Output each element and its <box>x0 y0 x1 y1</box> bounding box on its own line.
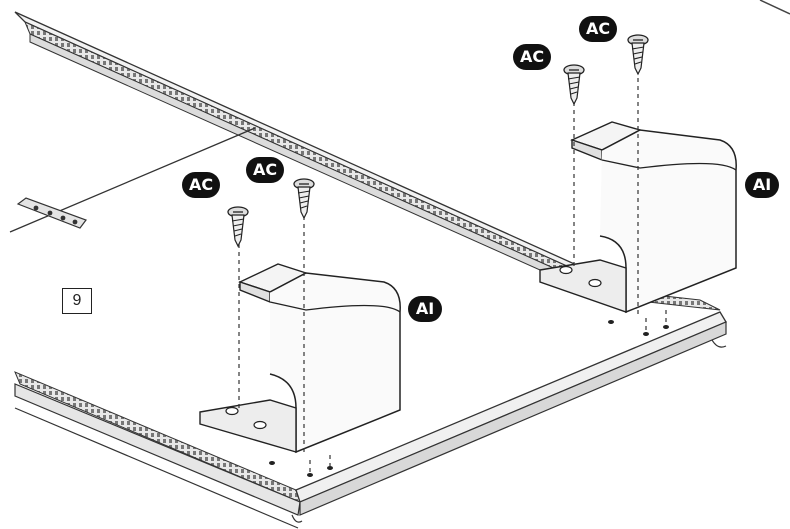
screw-left-1 <box>227 206 249 248</box>
frame-edge <box>759 0 790 15</box>
front-rail <box>14 371 301 529</box>
label-ac-right-1: AC <box>513 44 551 70</box>
bracket-left <box>199 263 401 454</box>
screw-right-2 <box>627 34 649 76</box>
label-ac-left-1: AC <box>182 172 220 198</box>
label-ac-left-2: AC <box>246 157 284 183</box>
connector-plate <box>16 197 87 229</box>
screw-right-1 <box>563 64 585 106</box>
guide-lines <box>238 78 667 472</box>
label-ai-right: AI <box>745 172 779 198</box>
bracket-right <box>539 121 737 314</box>
panel-edge <box>291 311 727 523</box>
panel-holes <box>269 320 669 477</box>
label-ac-right-2: AC <box>579 16 617 42</box>
screw-left-2 <box>293 178 315 220</box>
back-rail <box>14 11 627 309</box>
step-number: 9 <box>62 288 92 314</box>
label-ai-left: AI <box>408 296 442 322</box>
